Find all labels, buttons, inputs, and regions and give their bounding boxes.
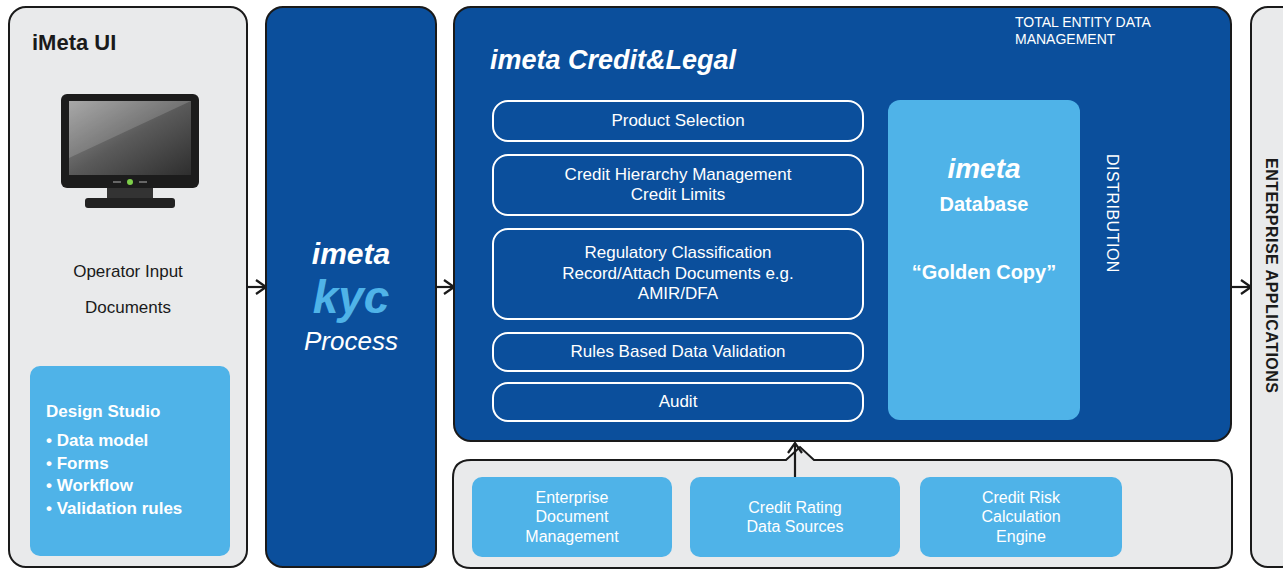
source-panel bbox=[453, 447, 1232, 568]
panel-label: Operator Input bbox=[10, 262, 246, 282]
box-label: Credit Risk Calculation Engine bbox=[964, 488, 1079, 546]
bullet-item: • Data model bbox=[46, 430, 214, 453]
source-box: Enterprise Document Management bbox=[472, 477, 672, 557]
logo-text: Process bbox=[267, 326, 435, 357]
box-label: Database bbox=[888, 192, 1080, 216]
flow-arrow bbox=[1232, 286, 1251, 288]
credit-legal-panel: imeta Credit&Legal TOTAL ENTITY DATA MANA… bbox=[453, 6, 1232, 442]
process-box: Regulatory Classification Record/Attach … bbox=[492, 228, 864, 320]
bullet-item: • Workflow bbox=[46, 475, 214, 498]
distribution-label: DISTRIBUTION bbox=[1103, 154, 1122, 273]
panel-subtitle: TOTAL ENTITY DATA MANAGEMENT bbox=[1015, 14, 1215, 48]
box-label: Credit Rating Data Sources bbox=[739, 498, 851, 536]
flow-arrow bbox=[794, 443, 796, 477]
logo-text: imeta bbox=[888, 152, 1080, 186]
box-label: Credit Hierarchy Management Credit Limit… bbox=[553, 165, 803, 206]
enterprise-label: ENTERPRISE APPLICATIONS bbox=[1262, 158, 1281, 394]
bullet-item: • Forms bbox=[46, 453, 214, 476]
logo-text: kyc bbox=[267, 270, 435, 325]
panel-title: iMeta UI bbox=[32, 30, 116, 56]
enterprise-panel: ENTERPRISE APPLICATIONS bbox=[1250, 6, 1283, 568]
process-box: Audit bbox=[492, 382, 864, 422]
kyc-panel: imetakycProcess bbox=[265, 6, 437, 568]
database-box: imetaDatabase “Golden Copy” bbox=[888, 100, 1080, 420]
box-label: Rules Based Data Validation bbox=[570, 342, 785, 362]
design-studio-box: Design Studio • Data model• Forms• Workfl… bbox=[30, 366, 230, 556]
bullet-item: • Validation rules bbox=[46, 498, 214, 521]
box-label: Audit bbox=[659, 392, 698, 412]
ui-panel: iMeta UI Operator InputDocumentsDesign St… bbox=[8, 6, 248, 568]
monitor-icon bbox=[55, 88, 205, 218]
source-box: Credit Risk Calculation Engine bbox=[920, 477, 1122, 557]
source-box: Credit Rating Data Sources bbox=[690, 477, 900, 557]
box-heading: Design Studio bbox=[46, 401, 214, 424]
box-label: Regulatory Classification Record/Attach … bbox=[558, 243, 798, 304]
flow-arrow bbox=[248, 286, 266, 288]
process-box: Product Selection bbox=[492, 100, 864, 142]
flow-arrow bbox=[437, 286, 454, 288]
panel-title: imeta Credit&Legal bbox=[490, 44, 736, 76]
logo-text: imeta bbox=[267, 236, 435, 272]
box-label: “Golden Copy” bbox=[888, 260, 1080, 284]
process-box: Rules Based Data Validation bbox=[492, 332, 864, 372]
box-label: Product Selection bbox=[611, 111, 744, 131]
panel-label: Documents bbox=[10, 298, 246, 318]
process-box: Credit Hierarchy Management Credit Limit… bbox=[492, 154, 864, 216]
box-label: Enterprise Document Management bbox=[512, 488, 632, 546]
